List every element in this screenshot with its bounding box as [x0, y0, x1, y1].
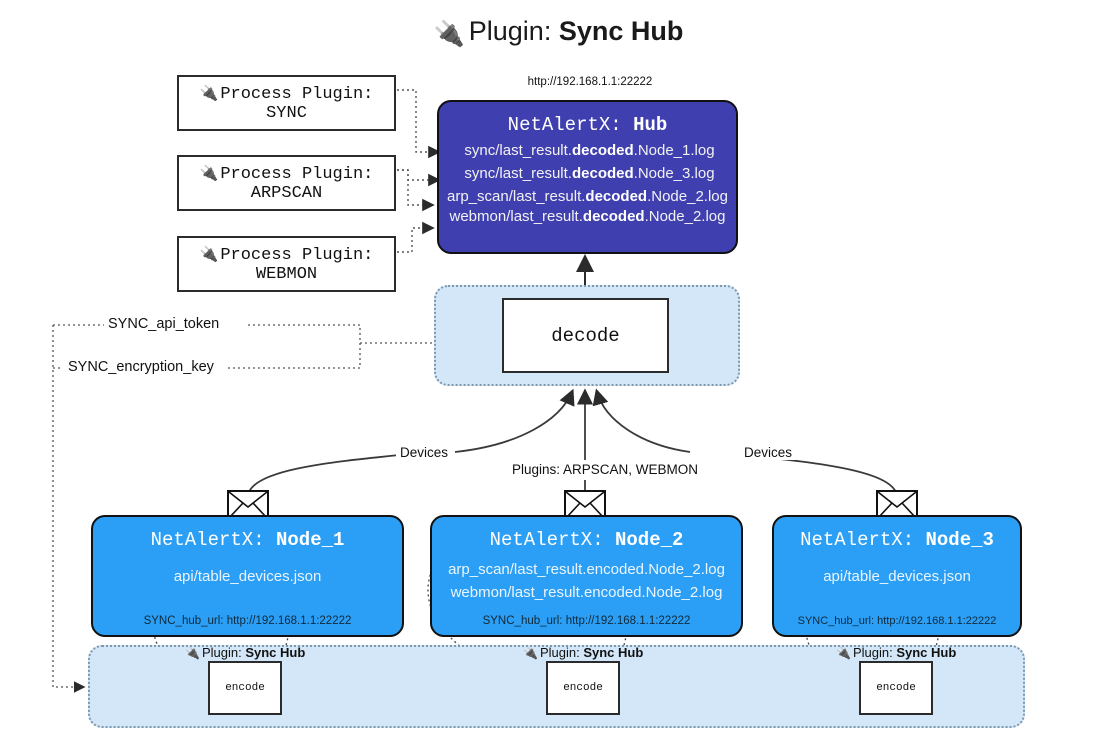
- link-enc-key-b: [228, 343, 361, 369]
- plug-icon: 🔌: [199, 83, 219, 102]
- hub-title: NetAlertX: Hub: [507, 114, 668, 136]
- link-webmon-to-hub-line4: [397, 221, 435, 253]
- node-3[interactable]: NetAlertX: Node_3 api/table_devices.json…: [772, 515, 1022, 637]
- plug-icon: 🔌: [199, 244, 219, 263]
- node-1-hub-url: SYNC_hub_url: http://192.168.1.1:22222: [143, 615, 352, 627]
- node-2-title: NetAlertX: Node_2: [489, 529, 684, 551]
- encode-1-caption: 🔌Plugin: Sync Hub: [185, 645, 306, 660]
- plug-icon: 🔌: [523, 646, 538, 660]
- node-2-line-1: arp_scan/last_result.encoded.Node_2.log: [448, 561, 725, 578]
- plug-icon: 🔌: [199, 163, 219, 182]
- process-plugin-sync-line1: 🔌Process Plugin:: [199, 83, 374, 104]
- node-2[interactable]: NetAlertX: Node_2 arp_scan/last_result.e…: [430, 515, 743, 637]
- link-arpscan-to-hub-line3: [397, 169, 435, 212]
- hub-log-line-2: sync/last_result.decoded.Node_3.log: [464, 165, 715, 182]
- process-plugin-sync-line2: SYNC: [266, 103, 307, 123]
- encode-3-caption: 🔌Plugin: Sync Hub: [836, 645, 957, 660]
- node-3-title: NetAlertX: Node_3: [800, 529, 994, 551]
- encode-box-2[interactable]: encode: [546, 661, 620, 715]
- node-1[interactable]: NetAlertX: Node_1 api/table_devices.json…: [91, 515, 404, 637]
- edge-label-devices-right: Devices: [740, 445, 797, 460]
- link-node1-devices-b: [454, 388, 575, 453]
- link-api-token-b: [248, 324, 361, 343]
- link-node3-devices-b: [592, 388, 691, 453]
- link-sync-to-hub-line1: [397, 89, 441, 159]
- sync-api-token-label: SYNC_api_token: [104, 316, 224, 332]
- edge-label-plugins: Plugins: ARPSCAN, WEBMON: [508, 462, 703, 477]
- link-node1-devices-a: [247, 454, 401, 498]
- plug-icon: 🔌: [836, 646, 851, 660]
- node-1-title: NetAlertX: Node_1: [150, 529, 345, 551]
- node-3-hub-url: SYNC_hub_url: http://192.168.1.1:22222: [797, 615, 997, 627]
- process-plugin-webmon[interactable]: 🔌Process Plugin: WEBMON: [177, 236, 396, 292]
- hub-log-line-3: arp_scan/last_result.decoded.Node_2.log: [447, 188, 728, 205]
- sync-encryption-key-label: SYNC_encryption_key: [64, 359, 218, 375]
- link-keys-to-encode-band: [52, 325, 86, 693]
- process-plugin-sync[interactable]: 🔌Process Plugin: SYNC: [177, 75, 396, 131]
- node-1-line-1: api/table_devices.json: [173, 568, 322, 585]
- edge-label-devices-left: Devices: [396, 445, 453, 460]
- process-plugin-webmon-line2: WEBMON: [255, 264, 318, 284]
- plug-icon: 🔌: [433, 20, 465, 48]
- process-plugin-arpscan-line2: ARPSCAN: [250, 183, 323, 203]
- page-title-name: Sync Hub: [558, 16, 684, 46]
- hub-log-line-4: webmon/last_result.decoded.Node_2.log: [449, 208, 726, 225]
- process-plugin-arpscan[interactable]: 🔌Process Plugin: ARPSCAN: [177, 155, 396, 211]
- hub-log-line-1: sync/last_result.decoded.Node_1.log: [464, 142, 715, 159]
- node-2-line-2: webmon/last_result.encoded.Node_2.log: [450, 584, 723, 601]
- link-node3-devices-a: [741, 454, 898, 498]
- hub-node[interactable]: NetAlertX: Hub sync/last_result.decoded.…: [437, 100, 738, 254]
- link-arpscan-to-hub-line2: [397, 169, 441, 187]
- page-title-prefix: Plugin:: [468, 16, 559, 46]
- node-3-line-1: api/table_devices.json: [823, 568, 971, 585]
- process-plugin-webmon-line1: 🔌Process Plugin:: [199, 244, 374, 265]
- hub-url-label: http://192.168.1.1:22222: [527, 76, 653, 88]
- plug-icon: 🔌: [185, 646, 200, 660]
- encode-2-caption: 🔌Plugin: Sync Hub: [523, 645, 644, 660]
- page-title: 🔌Plugin: Sync Hub: [0, 14, 1117, 51]
- node-2-hub-url: SYNC_hub_url: http://192.168.1.1:22222: [482, 615, 691, 627]
- decode-box[interactable]: decode: [502, 298, 669, 373]
- encode-box-3[interactable]: encode: [859, 661, 933, 715]
- process-plugin-arpscan-line1: 🔌Process Plugin:: [199, 163, 374, 184]
- encode-box-1[interactable]: encode: [208, 661, 282, 715]
